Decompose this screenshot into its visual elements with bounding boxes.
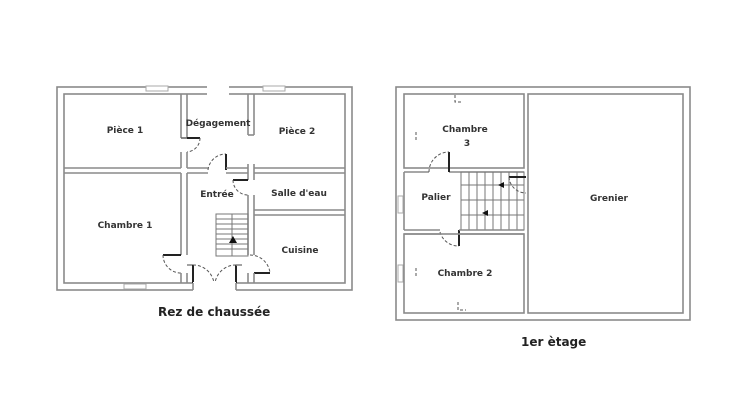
- room-label-salle-deau: Salle d'eau: [271, 189, 327, 199]
- room-label-grenier: Grenier: [590, 194, 629, 204]
- room-label-entree: Entrée: [200, 189, 234, 200]
- room-label-chambre3-number: 3: [464, 139, 470, 149]
- stair-arrow-icon: [498, 182, 504, 188]
- caption-first-floor: 1er ètage: [521, 335, 587, 349]
- chambre3-walls: [403, 93, 525, 169]
- stair-arrow-icon: [229, 236, 237, 243]
- window: [397, 195, 404, 214]
- room-label-degagement: Dégagement: [186, 118, 252, 129]
- staircase-first: [460, 171, 527, 231]
- room-label-cuisine: Cuisine: [281, 246, 318, 256]
- room-label-palier: Palier: [421, 193, 451, 203]
- stair-arrow-icon: [482, 210, 488, 216]
- window: [123, 283, 147, 290]
- window: [262, 85, 286, 92]
- room-label-piece1: Pièce 1: [107, 125, 144, 136]
- caption-ground-floor: Rez de chaussée: [158, 305, 271, 319]
- room-label-chambre3: Chambre: [442, 125, 487, 135]
- window: [145, 85, 169, 92]
- staircase-ground: [215, 213, 249, 257]
- room-label-chambre2: Chambre 2: [438, 269, 493, 279]
- room-label-chambre1: Chambre 1: [98, 221, 153, 231]
- first-outer-wall: [395, 86, 691, 321]
- chambre2-walls: [403, 233, 525, 314]
- ground-floor-plan: Pièce 1 Dégagement Pièce 2 Entrée Salle …: [56, 85, 353, 292]
- room-label-piece2: Pièce 2: [279, 126, 316, 137]
- grenier-walls: [527, 93, 684, 314]
- first-floor-plan: Chambre 3 Palier Grenier Chambre 2: [395, 86, 691, 321]
- window: [397, 264, 404, 283]
